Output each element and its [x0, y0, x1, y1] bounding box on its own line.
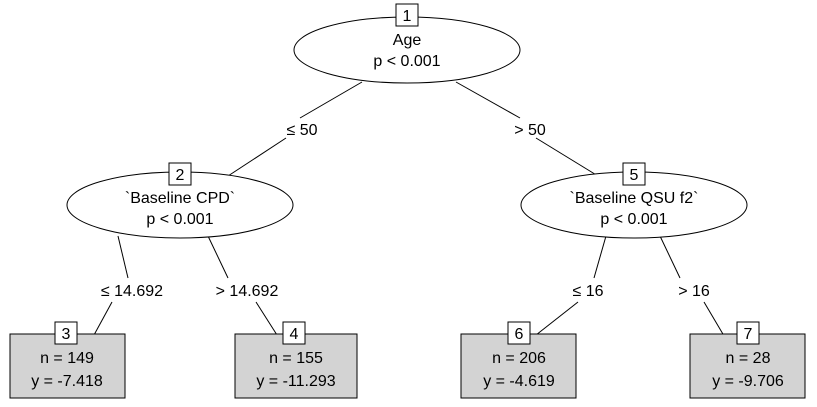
edge-1-5-lower: [535, 137, 599, 177]
node-variable: Age: [393, 32, 422, 49]
terminal-n: n = 28: [726, 350, 771, 367]
edge-label-5-6: ≤ 16: [572, 283, 603, 300]
node-ellipse: [293, 16, 521, 84]
inner-node-5: 5 `Baseline QSU f2` p < 0.001: [520, 162, 748, 239]
terminal-node-6: 6 n = 206 y = -4.619: [460, 321, 577, 399]
node-p-value: p < 0.001: [373, 53, 440, 70]
node-id: 1: [403, 8, 412, 25]
terminal-y: y = -9.706: [712, 373, 784, 390]
inner-node-1: 1 Age p < 0.001: [293, 3, 521, 84]
edge-label-2-3: ≤ 14.692: [101, 283, 163, 300]
terminal-box: [460, 333, 577, 399]
node-id: 6: [515, 326, 524, 343]
node-id: 5: [630, 167, 639, 184]
node-id-box: [736, 321, 760, 345]
node-id: 3: [62, 326, 71, 343]
node-id-box: [168, 162, 192, 186]
terminal-y: y = -7.418: [31, 373, 103, 390]
edge-5-6: [593, 235, 607, 279]
node-id-box: [622, 162, 646, 186]
node-id-box: [507, 321, 531, 345]
edge-2-4: [207, 235, 229, 279]
node-p-value: p < 0.001: [600, 211, 667, 228]
terminal-node-4: 4 n = 155 y = -11.293: [234, 321, 358, 399]
edge-1-5: [455, 81, 521, 119]
node-id: 7: [744, 326, 753, 343]
inner-node-2: 2 `Baseline CPD` p < 0.001: [66, 162, 294, 239]
edge-1-2-lower: [227, 137, 287, 177]
terminal-node-7: 7 n = 28 y = -9.706: [689, 321, 806, 399]
node-variable: `Baseline CPD`: [125, 190, 235, 207]
edge-labels: ≤ 50 > 50 ≤ 14.692 > 14.692 ≤ 16 > 16: [101, 122, 710, 300]
node-id-box: [282, 321, 306, 345]
edge-2-3: [117, 235, 129, 279]
edge-label-1-5: > 50: [514, 122, 546, 139]
terminal-y: y = -4.619: [483, 373, 555, 390]
edge-label-2-4: > 14.692: [216, 283, 279, 300]
node-id: 4: [290, 326, 299, 343]
terminal-n: n = 149: [40, 350, 94, 367]
terminal-box: [689, 333, 806, 399]
edge-label-1-2: ≤ 50: [286, 122, 317, 139]
node-id-box: [54, 321, 78, 345]
node-p-value: p < 0.001: [146, 211, 213, 228]
node-id-box: [395, 3, 419, 27]
node-variable: `Baseline QSU f2`: [570, 190, 699, 207]
edge-label-5-7: > 16: [678, 283, 710, 300]
terminal-y: y = -11.293: [256, 373, 335, 390]
edge-5-7: [659, 235, 681, 279]
terminal-node-3: 3 n = 149 y = -7.418: [9, 321, 126, 399]
node-id: 2: [176, 167, 185, 184]
terminal-box: [234, 333, 358, 399]
edge-1-2: [299, 81, 363, 119]
terminal-n: n = 206: [492, 350, 546, 367]
terminal-n: n = 155: [269, 350, 323, 367]
